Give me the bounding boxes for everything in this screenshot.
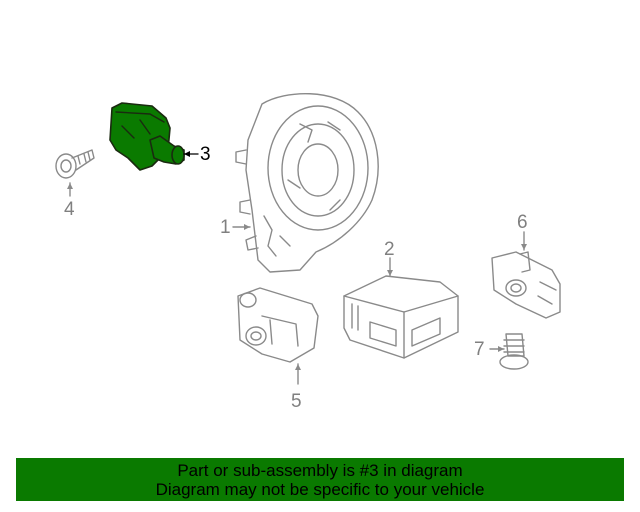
part-6-side-sensor[interactable] (491, 231, 561, 319)
callout-5: 5 (291, 391, 302, 412)
callout-7: 7 (474, 339, 485, 360)
part-3-impact-sensor[interactable] (109, 102, 199, 171)
info-banner: Part or sub-assembly is #3 in diagram Di… (16, 458, 624, 501)
banner-line-2: Diagram may not be specific to your vehi… (155, 479, 485, 499)
callout-3: 3 (200, 144, 211, 165)
part-1-clockspring[interactable] (232, 92, 379, 273)
part-7-screw[interactable] (489, 333, 529, 370)
banner-line-1: Part or sub-assembly is #3 in diagram (177, 460, 463, 480)
callout-2: 2 (384, 239, 395, 260)
part-5-front-sensor[interactable] (237, 287, 319, 385)
part-4-bolt[interactable] (55, 149, 95, 197)
parts-diagram (55, 92, 561, 385)
callout-1: 1 (220, 217, 231, 238)
callout-4: 4 (64, 199, 75, 220)
part-2-control-module[interactable] (343, 257, 459, 359)
callout-6: 6 (517, 212, 528, 233)
